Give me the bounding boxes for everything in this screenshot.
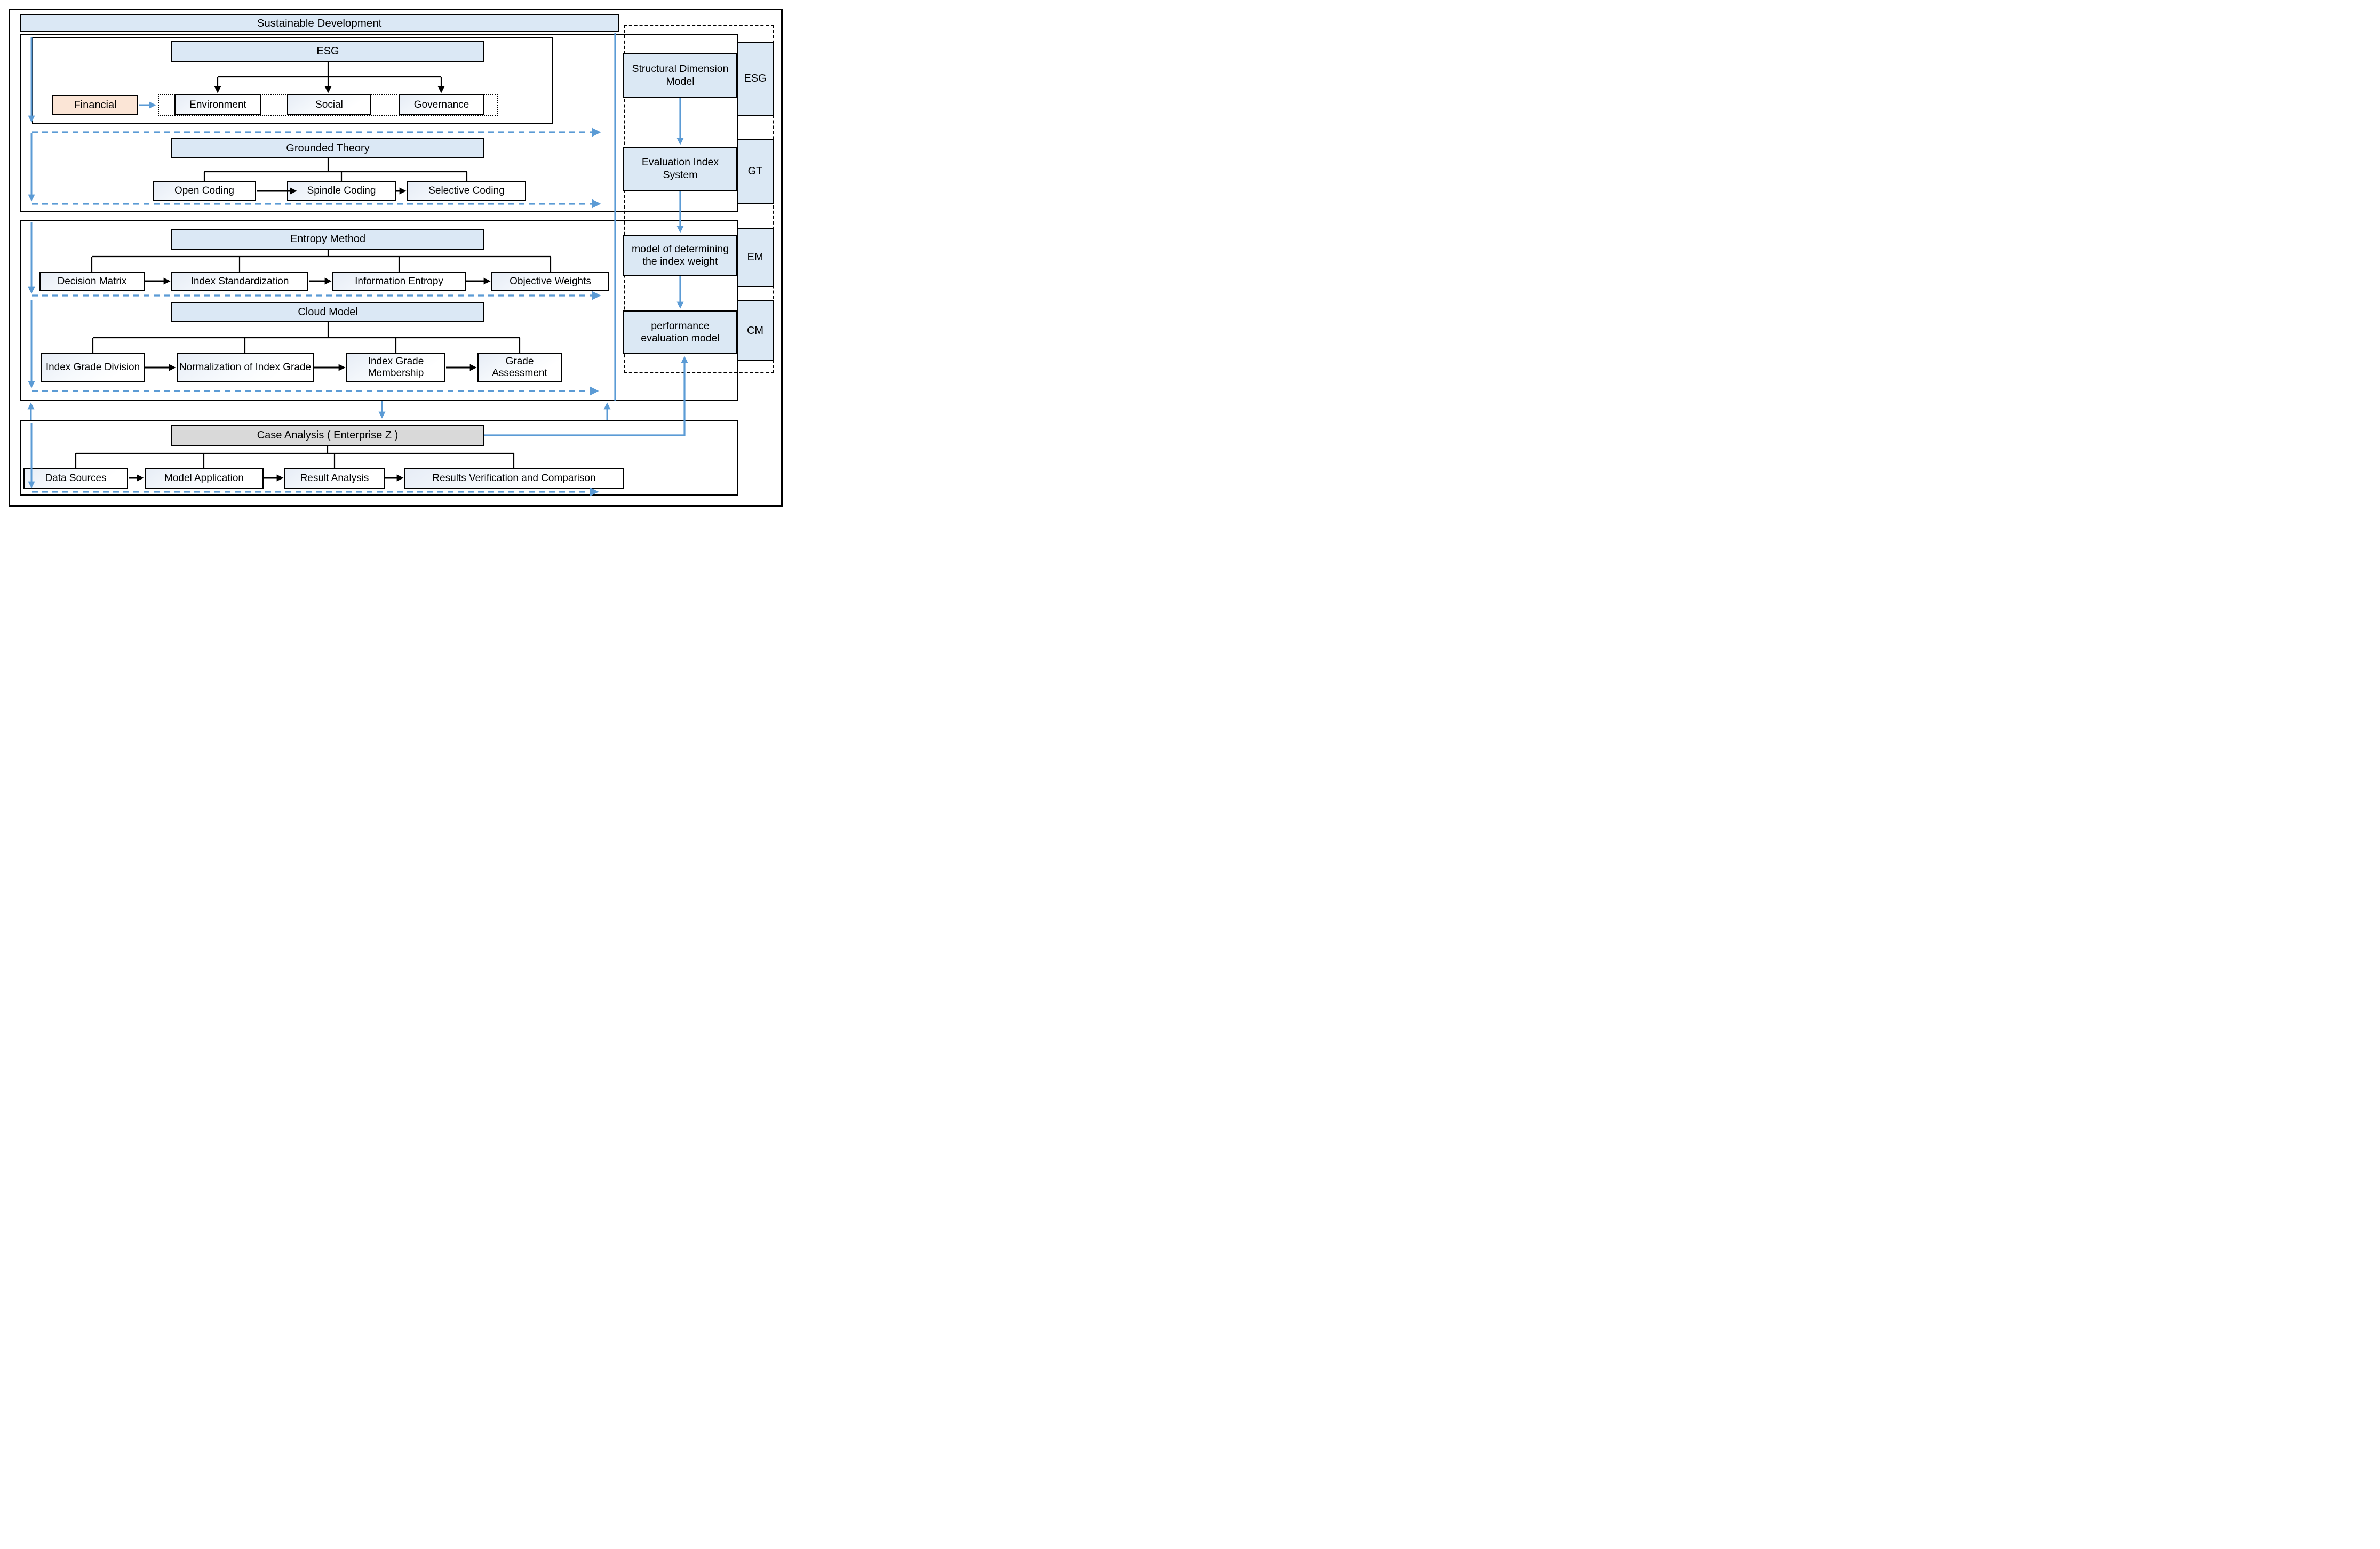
- case-analysis-title-box: Case Analysis ( Enterprise Z ): [171, 425, 484, 446]
- open-coding-box: Open Coding: [153, 181, 256, 201]
- esg-tree-lines: [214, 62, 445, 93]
- connector-overlay: [27, 33, 688, 497]
- data-sources-box: Data Sources: [23, 468, 128, 489]
- tag-cm: CM: [737, 300, 774, 361]
- cloud-model-title-box: Cloud Model: [171, 302, 484, 322]
- case-analysis-tree-lines: [75, 446, 515, 468]
- structural-dimension-model-box: Structural Dimension Model: [623, 53, 737, 98]
- index-grade-division-box: Index Grade Division: [41, 353, 145, 382]
- model-application-box: Model Application: [145, 468, 264, 489]
- result-analysis-box: Result Analysis: [284, 468, 385, 489]
- social-box: Social: [287, 94, 371, 115]
- tag-esg: ESG: [737, 42, 774, 116]
- page-title: Sustainable Development: [257, 17, 382, 29]
- grounded-theory-tree-lines: [203, 158, 468, 181]
- results-verification-box: Results Verification and Comparison: [404, 468, 624, 489]
- index-standardization-box: Index Standardization: [171, 272, 308, 291]
- objective-weights-box: Objective Weights: [491, 272, 609, 291]
- header-sustainable-development: Sustainable Development: [20, 14, 619, 32]
- entropy-method-title-box: Entropy Method: [171, 229, 484, 250]
- governance-box: Governance: [399, 94, 484, 115]
- decision-matrix-box: Decision Matrix: [39, 272, 145, 291]
- index-grade-membership-box: Index Grade Membership: [346, 353, 445, 382]
- information-entropy-box: Information Entropy: [332, 272, 466, 291]
- case-to-model-connector: [484, 356, 688, 436]
- grounded-theory-title-box: Grounded Theory: [171, 138, 484, 158]
- financial-box: Financial: [52, 95, 138, 115]
- esg-title-box: ESG: [171, 41, 484, 62]
- evaluation-index-system-box: Evaluation Index System: [623, 147, 737, 191]
- entropy-method-tree-lines: [91, 250, 552, 272]
- tag-gt: GT: [737, 139, 774, 204]
- normalization-of-index-grade-box: Normalization of Index Grade: [177, 353, 314, 382]
- index-weight-model-box: model of determining the index weight: [623, 235, 737, 276]
- performance-evaluation-model-box: performance evaluation model: [623, 310, 737, 354]
- outer-frame: [9, 9, 783, 507]
- tag-em: EM: [737, 228, 774, 287]
- framework-panel: [624, 25, 774, 373]
- grade-assessment-box: Grade Assessment: [477, 353, 562, 382]
- stage-output-dashed-arrows: [32, 127, 601, 497]
- step-arrows: [129, 187, 491, 482]
- flow-arrows: [27, 37, 611, 489]
- environment-box: Environment: [174, 94, 261, 115]
- selective-coding-box: Selective Coding: [407, 181, 526, 201]
- methodology-framework-diagram: Sustainable Development ESG Financial En…: [0, 0, 793, 516]
- cloud-model-tree-lines: [92, 322, 521, 353]
- spindle-coding-box: Spindle Coding: [287, 181, 396, 201]
